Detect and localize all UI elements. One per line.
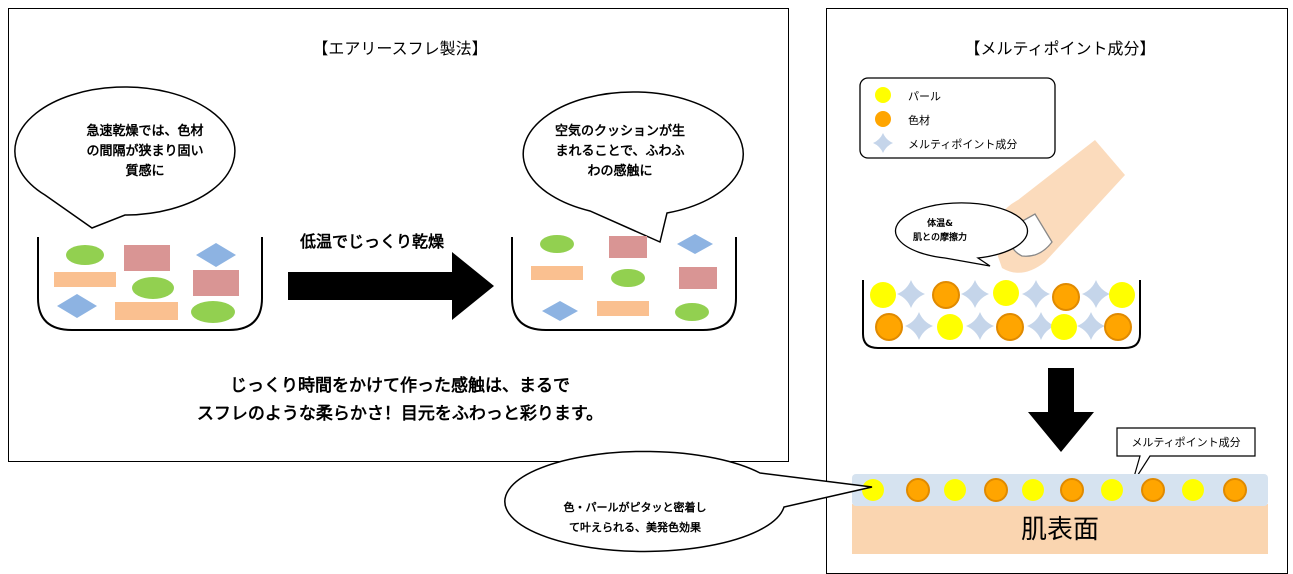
melty-stars bbox=[897, 280, 1110, 340]
arrow-label: 低温でじっくり乾燥 bbox=[300, 232, 445, 251]
blue-diamond bbox=[57, 294, 97, 318]
peach-bar bbox=[115, 302, 178, 320]
peach-bar bbox=[54, 272, 116, 287]
speech-bubble-bottom bbox=[504, 450, 873, 553]
legend-pigment-label: 色材 bbox=[908, 114, 930, 127]
container-left bbox=[37, 237, 263, 331]
skin-surface bbox=[852, 504, 1268, 554]
rose-block bbox=[609, 236, 647, 258]
particle-container bbox=[862, 280, 1141, 349]
skin-label: 肌表面 bbox=[1020, 515, 1099, 545]
peach-bar bbox=[597, 301, 649, 316]
particles-row2 bbox=[875, 313, 1132, 341]
right-arrow bbox=[288, 252, 494, 320]
coat-particles bbox=[862, 478, 1247, 502]
green-ellipse bbox=[540, 235, 574, 253]
callout-bubble bbox=[1116, 427, 1256, 485]
particles-row1 bbox=[870, 280, 1135, 311]
callout-text: メルティポイント成分 bbox=[1131, 436, 1241, 449]
bubble-left-text: 急速乾燥では、色材 の間隔が狭まり固い 質感に bbox=[86, 124, 204, 179]
legend-melty-label: メルティポイント成分 bbox=[908, 138, 1018, 151]
left-panel-title: 【エアリースフレ製法】 bbox=[312, 39, 488, 58]
rose-block bbox=[193, 270, 239, 296]
thought-bubble bbox=[894, 202, 1029, 267]
thought-bubble-text: 体温& 肌との摩擦力 bbox=[913, 219, 967, 243]
caption: じっくり時間をかけて作った感触は、まるで スフレのような柔らかさ！目元をふわっと… bbox=[196, 376, 604, 424]
container-right bbox=[511, 237, 737, 331]
rose-block bbox=[124, 245, 170, 271]
speech-bubble-right bbox=[522, 91, 744, 244]
bubble-right-text: 空気のクッションが生 まれることで、ふわふ わの感触に bbox=[554, 124, 685, 179]
legend-pearl-label: パール bbox=[908, 90, 941, 103]
green-ellipse bbox=[66, 245, 104, 265]
green-ellipse bbox=[191, 301, 235, 323]
blue-diamond bbox=[542, 301, 578, 321]
blue-diamond bbox=[677, 234, 713, 254]
speech-bubble-left bbox=[14, 86, 236, 229]
legend-pearl-icon bbox=[875, 87, 891, 103]
blue-diamond bbox=[196, 243, 236, 267]
bottom-bubble-text: 色・パールがピタッと密着し て叶えられる、美発色効果 bbox=[563, 501, 707, 534]
right-panel-title: 【メルティポイント成分】 bbox=[964, 39, 1156, 58]
down-arrow bbox=[1028, 368, 1094, 452]
green-ellipse bbox=[675, 303, 709, 321]
peach-bar bbox=[531, 266, 583, 280]
finger-icon bbox=[994, 140, 1125, 273]
legend-pigment-icon bbox=[875, 111, 891, 127]
legend-melty-star-icon bbox=[873, 133, 893, 153]
green-ellipse bbox=[132, 277, 174, 299]
legend-box bbox=[859, 77, 1056, 159]
rose-block bbox=[679, 267, 717, 289]
green-ellipse bbox=[611, 269, 645, 287]
